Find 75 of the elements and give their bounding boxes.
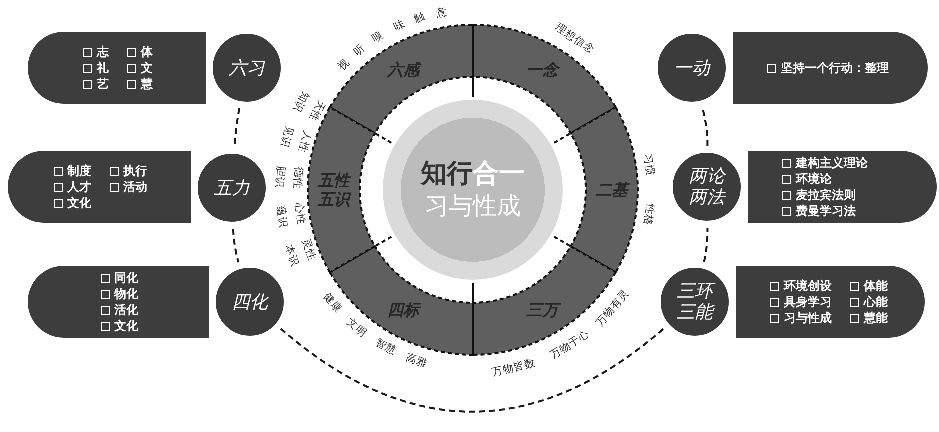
center-subtitle: 习与性成: [425, 191, 521, 222]
circle-label: 一动: [672, 58, 712, 78]
ring-annotation: 灵性: [299, 237, 318, 262]
checklist-item: 费曼学习法: [782, 204, 868, 218]
checklist-item: 环境论: [782, 172, 868, 186]
checklist-item: 建构主义理论: [782, 156, 868, 170]
ring-annotation: 智慧: [373, 336, 398, 358]
segment-label: 三万: [524, 300, 561, 320]
checklist-item: 具身学习: [770, 294, 832, 310]
ring-annotation: 心性: [292, 202, 308, 226]
checklist-item: 文化: [54, 196, 92, 210]
connector-line: [703, 228, 709, 262]
ring-annotation: 意: [435, 6, 448, 20]
checklist-item: 物化: [100, 286, 138, 302]
item-panel: [748, 151, 937, 223]
connector-line: [280, 328, 665, 413]
segment-label: 二基: [595, 180, 630, 200]
center-title: 知行: [421, 158, 473, 190]
checklist-item: 人才: [54, 180, 92, 194]
checklist-item: 制度: [54, 164, 92, 178]
checklist-item: 习与性成: [770, 310, 832, 326]
segment-label: 六感: [385, 60, 422, 80]
checklist-item: 心能: [850, 294, 888, 310]
item-panel: [28, 32, 206, 104]
circle-label: 两论两法: [688, 166, 727, 208]
ring-annotation: 德性: [292, 166, 306, 190]
checklist-item: 体: [127, 44, 153, 60]
checklist-item: 礼: [83, 60, 109, 76]
checklist-item: 坚持一个行动：整理: [767, 60, 889, 76]
checklist-item: 活动: [110, 180, 148, 194]
checklist-item: 执行: [110, 164, 148, 178]
connector-line: [232, 228, 240, 263]
checklist-item: 慧能: [850, 310, 888, 326]
item-panel: [733, 32, 928, 104]
ring-annotation: 高雅: [405, 352, 430, 370]
connector-line: [702, 107, 709, 146]
item-panel: [8, 151, 191, 223]
ring-annotation: 味: [392, 18, 408, 34]
ring-annotation: 人性: [296, 130, 314, 154]
ring-annotation: 胆识: [274, 165, 288, 188]
ring-annotation: 触: [413, 10, 428, 26]
checklist-item: 艺: [83, 76, 109, 92]
circle-label: 四化: [230, 292, 270, 312]
ring-annotation: 嗅: [370, 29, 386, 46]
checklist-item: 文化: [100, 318, 138, 334]
checklist-item: 环境创设: [770, 278, 832, 294]
segment-label: 四标: [386, 300, 422, 320]
ring-annotation: 习惯: [642, 154, 657, 177]
checklist-item: 志: [83, 44, 109, 60]
checklist-item: 活化: [100, 302, 138, 318]
ring-annotation: 万物皆数: [491, 358, 537, 380]
ring-annotation: 理想信念: [553, 22, 596, 56]
circle-label: 五力: [212, 178, 251, 198]
ring-annotation: 蕴识: [274, 205, 290, 229]
checklist-item: 文: [127, 60, 153, 76]
segment-label: 五性五识: [316, 171, 352, 209]
ring-annotation: 万物有灵: [594, 286, 632, 328]
segment-label: 一念: [526, 60, 561, 80]
checklist-item: 麦拉宾法则: [782, 188, 868, 202]
checklist-item: 同化: [100, 270, 138, 286]
ring-annotation: 本识: [282, 244, 302, 268]
ring-annotation: 见识: [278, 124, 296, 150]
ring-annotation: 听: [352, 42, 368, 58]
circle-label: 三环三能: [674, 281, 716, 323]
item-panel: [736, 266, 925, 338]
item-panel: [28, 266, 209, 338]
ring-annotation: 性格: [642, 203, 657, 226]
ring-annotation: 万物于心: [548, 328, 592, 362]
checklist-item: 慧: [127, 76, 153, 92]
ring-annotation: 健康: [322, 290, 345, 316]
circle-label: 六习: [228, 58, 266, 78]
ring-annotation: 视: [335, 56, 352, 74]
ring-annotation: 文明: [345, 316, 370, 340]
checklist-item: 体能: [850, 278, 888, 294]
center-title-suffix: 合一: [473, 158, 525, 190]
